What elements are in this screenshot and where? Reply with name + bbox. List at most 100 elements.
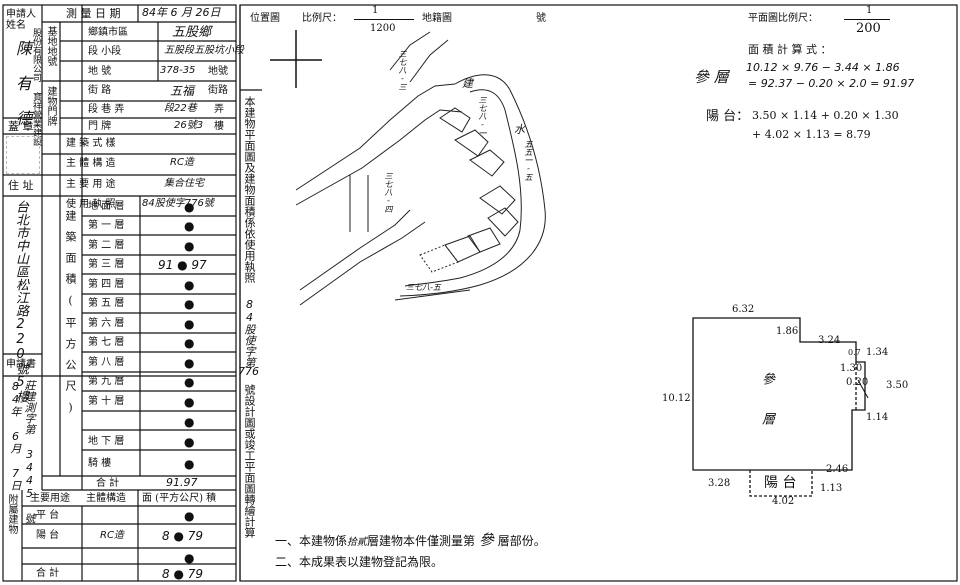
area-label: 建築面積(平方公尺)	[64, 210, 77, 424]
floor-value: ●	[184, 239, 195, 253]
aux-area: ●	[184, 551, 195, 565]
dim-632: 6.32	[732, 304, 755, 315]
alley-label: 段 巷 弄	[88, 104, 125, 115]
scale-label: 比例尺：	[302, 13, 342, 24]
floor-name: 第 二 層	[88, 240, 125, 251]
vertical-note: 本建物平面圖及建物面積係依使用執照	[243, 96, 256, 283]
applicant-name: 陳 有 德	[13, 40, 32, 126]
alley-suffix: 弄	[214, 104, 224, 115]
seal-stamp	[6, 136, 40, 174]
floor-value: ●	[184, 395, 195, 409]
floor-value: ●	[184, 395, 195, 409]
dim-134: 1.34	[866, 347, 889, 358]
floor-name: 第 九 層	[88, 376, 125, 387]
floor-plan	[692, 317, 869, 497]
plan-scale-den: 200	[856, 21, 881, 36]
floor-name: 第 五 層	[88, 298, 125, 309]
dim-328: 3.28	[708, 478, 731, 489]
vertical-note-2: 號設計圖或竣工平面圖轉繪計算	[243, 384, 256, 538]
floor-name: 參 層	[694, 68, 729, 86]
floor-value: ●	[184, 200, 195, 214]
floor-value: ●	[184, 435, 195, 449]
dim-350: 3.50	[886, 380, 909, 391]
dim-324: 3.24	[818, 335, 841, 346]
floor-formula-1: 10.12 × 9.76 − 3.44 × 1.86	[746, 61, 900, 74]
floor-value: ●	[184, 415, 195, 429]
door-value: 26號3	[174, 120, 204, 131]
balcony-formula-2: + 4.02 × 1.13 = 8.79	[752, 128, 871, 141]
aux-use: 陽 台	[36, 530, 60, 541]
dim-07: 0.7	[848, 348, 861, 357]
township-label: 鄉鎮市區	[88, 27, 128, 38]
cadastral-label: 地籍圖	[422, 13, 452, 24]
dim-1012: 10.12	[662, 393, 691, 404]
base-label: 基地地號	[45, 26, 56, 66]
floor-name: 第 三 層	[88, 259, 125, 270]
applicant-label: 申請人姓名	[6, 9, 36, 31]
footnote-1-pre: 一、本建物係	[275, 534, 348, 548]
map-label-3: 三七八-一	[478, 96, 487, 137]
aux-header-struct: 主體構造	[86, 493, 126, 504]
lot-label: 地 號	[88, 66, 112, 77]
floor-name: 騎 樓	[88, 458, 112, 469]
section-label: 段 小段	[88, 46, 122, 57]
map-label-4: 三七八-四	[384, 172, 393, 213]
app-no-value: 莊建測字第 3445 號	[23, 380, 36, 524]
door-suffix: 樓	[214, 121, 224, 132]
floor-value: 91 ● 97	[158, 258, 207, 272]
north-arrow-icon	[270, 30, 322, 88]
dim-246: 2.46	[826, 464, 849, 475]
scale-line	[354, 19, 414, 20]
dim-114: 1.14	[866, 412, 889, 423]
aux-area: ●	[184, 509, 195, 523]
footnote-1-floors: 拾貳	[347, 537, 368, 548]
map-label-7: 五五一-五	[524, 140, 533, 181]
floor-value: ●	[184, 297, 195, 311]
alley-value: 段22巷	[164, 103, 197, 114]
floor-name: 第 一 層	[88, 220, 125, 231]
map-label-1: 三七八-三	[398, 50, 407, 91]
balcony-formula-1: 3.50 × 1.14 + 0.20 × 1.30	[752, 109, 899, 122]
aux-label: 附屬建物	[6, 494, 17, 534]
map-label-2: 建	[462, 77, 473, 90]
footnote-1-mid: 層建物本件僅測量第	[367, 534, 476, 548]
township-value: 五股鄉	[172, 25, 212, 40]
floor-value: ●	[184, 336, 195, 350]
usage-value: 集合住宅	[164, 178, 204, 189]
plan-scale-label: 平面圖比例尺：	[748, 13, 818, 24]
total-value: 91.97	[166, 476, 198, 489]
aux-header-area: 面 (平方公尺) 積	[142, 493, 217, 504]
total-label: 合 計	[96, 478, 120, 489]
dim-020: 0.20	[846, 377, 869, 388]
floor-name: 第 四 層	[88, 279, 125, 290]
floor-name: 第 八 層	[88, 357, 125, 368]
footnote-1-floor: 參	[478, 531, 494, 549]
floor-name: 地 下 層	[88, 436, 125, 447]
plan-scale-line	[844, 19, 890, 20]
floor-name: 第 七 層	[88, 337, 125, 348]
usage-label: 主 要 用 途	[66, 179, 116, 190]
license-handwritten: 84股使字第	[243, 298, 256, 368]
lot-value: 378-35	[160, 65, 196, 76]
map-label-6: 水	[514, 123, 525, 136]
license-value: 84股使字776號	[142, 198, 214, 209]
aux-use: 平 台	[36, 510, 60, 521]
bldg-label: 建物門牌	[45, 86, 56, 126]
lot-suffix: 地號	[208, 66, 228, 77]
aux-area: 8 ● 79	[162, 567, 204, 581]
aux-use: 合 計	[36, 568, 60, 579]
floor-value: ●	[184, 435, 195, 449]
balcony-name: 陽 台：	[706, 109, 750, 124]
app-date-value: 84年 6月 7日	[9, 380, 22, 491]
aux-header-use: 主要用途	[30, 493, 70, 504]
dim-113: 1.13	[820, 483, 843, 494]
dim-402: 4.02	[772, 496, 795, 507]
section-value: 五股段五股坑小段	[164, 45, 244, 56]
formula-label: 面 積 計 算 式 ：	[748, 43, 832, 56]
floor-value: ●	[184, 375, 195, 389]
survey-date-value: 84年 6 月 26日	[142, 6, 221, 19]
license-label: 使 用 執 照	[66, 199, 116, 210]
scale-den: 1200	[370, 23, 396, 34]
street-label: 街 路	[88, 85, 112, 96]
